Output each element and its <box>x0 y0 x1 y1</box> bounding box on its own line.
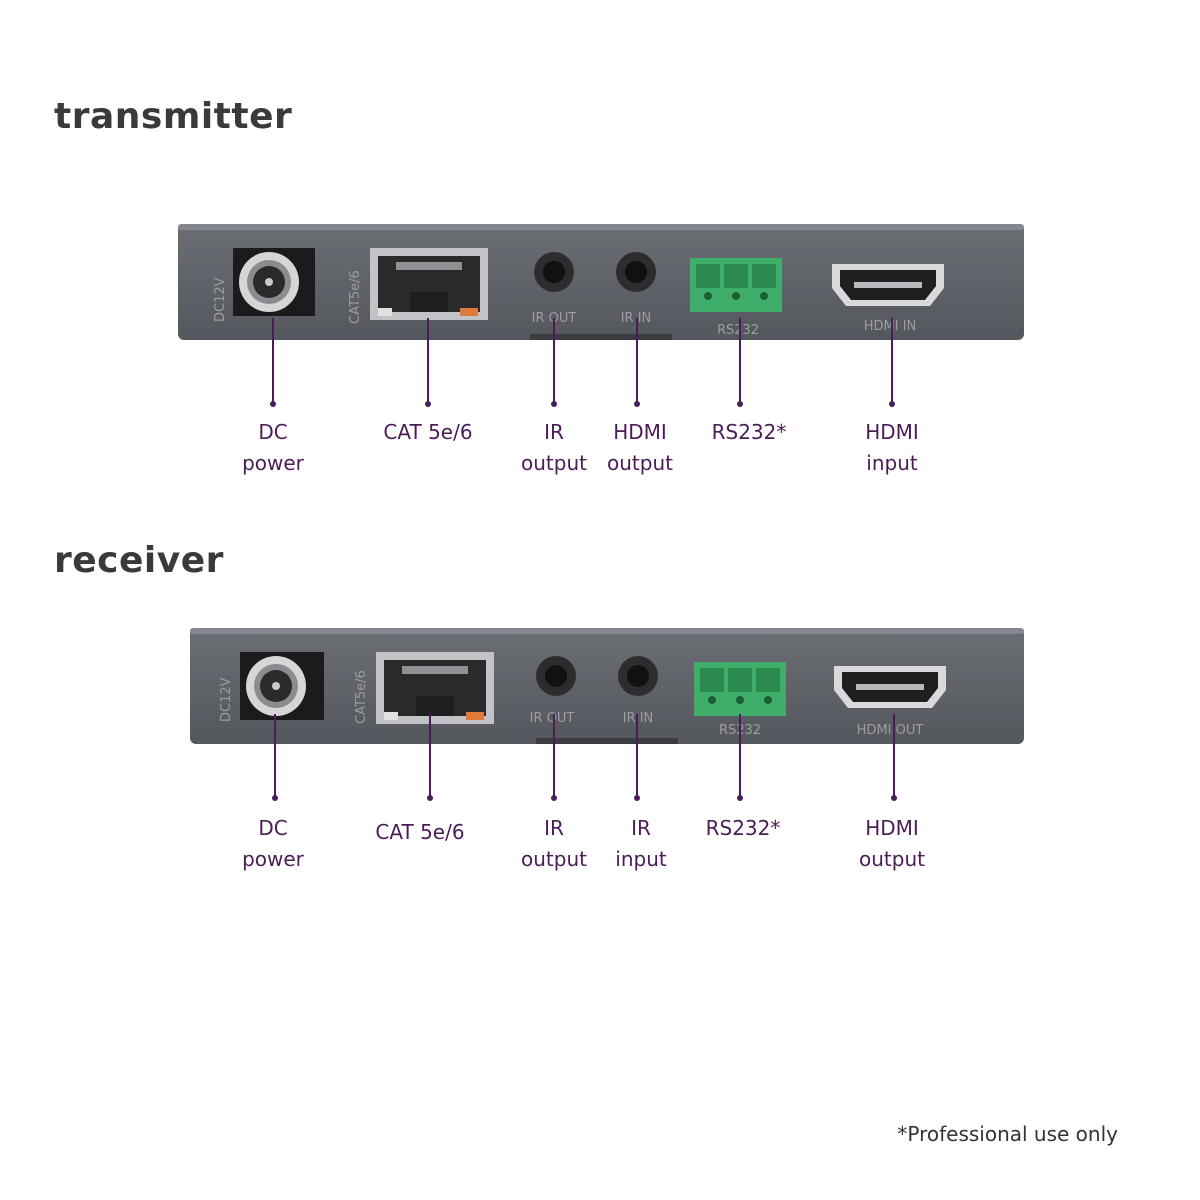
hdmi-port-icon <box>834 666 946 708</box>
footnote: *Professional use only <box>897 1122 1118 1146</box>
transmitter-device: DC12V CAT5e/6 IR OUT IR IN <box>178 222 1024 342</box>
rs232-terminal-icon <box>694 662 786 716</box>
ethernet-port-icon <box>376 652 494 724</box>
hdmi-silkscreen: HDMI OUT <box>857 723 924 738</box>
hdmi-port-icon <box>832 264 944 306</box>
ethernet-port-icon <box>370 248 488 320</box>
rx-label-rs232: RS232* <box>705 816 781 840</box>
hdmi-silkscreen: HDMI IN <box>864 319 917 334</box>
receiver-device: DC12V CAT5e/6 IR OUT IR IN <box>190 626 1024 746</box>
cat-silkscreen: CAT5e/6 <box>348 270 363 324</box>
tx-label-rs232: RS232* <box>711 420 787 444</box>
rs232-silkscreen: RS232 <box>717 323 759 338</box>
receiver-title: receiver <box>54 540 224 581</box>
rs232-terminal-icon <box>690 258 782 312</box>
ir-in-jack-icon <box>616 252 656 292</box>
cat-silkscreen: CAT5e/6 <box>354 670 369 724</box>
rx-label-cat: CAT 5e/6 <box>375 820 465 844</box>
ir-out-jack-icon <box>536 656 576 696</box>
dc-jack-icon <box>233 248 315 316</box>
transmitter-title: transmitter <box>54 96 293 137</box>
ir-out-silkscreen: IR OUT <box>530 711 575 726</box>
tx-label-cat: CAT 5e/6 <box>383 420 473 444</box>
ir-out-jack-icon <box>534 252 574 292</box>
ir-in-jack-icon <box>618 656 658 696</box>
dc-jack-icon <box>240 652 324 720</box>
dc-silkscreen: DC12V <box>219 677 234 722</box>
dc-silkscreen: DC12V <box>213 277 228 322</box>
